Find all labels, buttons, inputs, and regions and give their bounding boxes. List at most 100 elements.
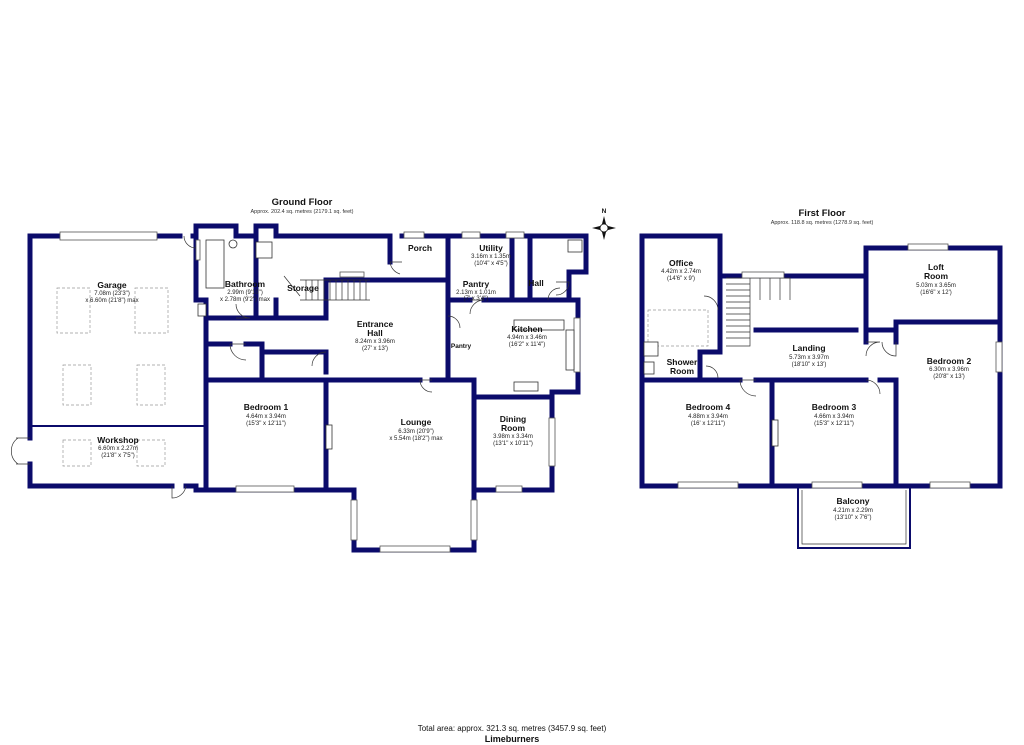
room-dim: x 5.54m (18'2") max (389, 436, 442, 442)
room-name: Pantry (463, 279, 490, 289)
garage-fixture (136, 364, 166, 406)
window (573, 317, 581, 373)
window (379, 545, 451, 553)
balcony-rail (797, 486, 911, 549)
office-door (703, 295, 719, 311)
room-name-line: Shower (667, 357, 698, 367)
room-name: Landing (792, 343, 825, 353)
room-bedroom3: Bedroom 3 4.66m x 3.94m (15'3" x 12'11") (812, 402, 857, 427)
room-name: Balcony (836, 496, 869, 506)
garage-fixture (134, 287, 169, 334)
room-garage: Garage 7.08m (23'3") x 6.60m (21'8") max (85, 280, 138, 304)
room-kitchen: Kitchen 4.94m x 3.46m (16'2" x 11'4") (507, 324, 547, 348)
room-dim: (15'3" x 12'11") (814, 421, 854, 427)
room-name: Office (669, 258, 693, 268)
utility-wc (567, 239, 583, 253)
room-office: Office 4.42m x 2.74m (14'6" x 9') (661, 258, 701, 282)
window (907, 243, 949, 251)
room-hall: Hall (528, 278, 544, 288)
room-name-line: Room (670, 366, 695, 376)
ground-floor-area: Approx. 202.4 sq. metres (2179.1 sq. fee… (250, 209, 353, 215)
compass-icon: N (592, 208, 616, 240)
room-bedroom4: Bedroom 4 4.88m x 3.94m (16' x 12'11") (686, 402, 731, 427)
room-dim: (15'3" x 12'11") (246, 421, 286, 427)
first-inner-walls (639, 273, 1003, 489)
first-floor-area: Approx. 118.8 sq. metres (1278.9 sq. fee… (771, 220, 874, 226)
room-dim: 8.24m x 3.96m (355, 339, 395, 345)
room-dim: 7.08m (23'3") (94, 291, 130, 297)
first-floor-title: First Floor (799, 208, 846, 219)
room-balcony: Balcony 4.21m x 2.29m (13'10" x 7'6") (833, 496, 873, 521)
garage-fixture (56, 287, 91, 334)
room-workshop: Workshop 6.60m x 2.27m (21'8" x 7'5") (97, 435, 138, 459)
garage-fixture (62, 364, 92, 406)
lounge-door (419, 379, 433, 393)
cupboard-door (311, 351, 327, 367)
room-dim: 2.13m x 1.01m (456, 290, 496, 296)
room-name: Bedroom 2 (927, 356, 972, 366)
room-dim: 3.98m x 3.34m (493, 434, 533, 440)
window (470, 499, 478, 541)
garage-door (59, 231, 158, 241)
room-name: Lounge (401, 417, 432, 427)
room-bedroom2: Bedroom 2 6.30m x 3.96m (20'8" x 13') (927, 356, 972, 380)
room-dim: 5.03m x 3.65m (916, 283, 956, 289)
first-staircase (726, 277, 791, 347)
workshop-fixture (136, 439, 166, 467)
fireplace (325, 424, 333, 450)
first-floor: First Floor Approx. 118.8 sq. metres (12… (639, 208, 1003, 549)
first-outer-wall (639, 233, 1003, 489)
window (811, 481, 863, 489)
porch-door (389, 261, 402, 275)
window (350, 499, 358, 541)
room-lounge: Lounge 6.33m (20'9") x 5.54m (18'2") max (389, 417, 442, 442)
window (339, 271, 365, 278)
workshop-door (10, 437, 30, 465)
window (677, 481, 739, 489)
room-name: Bedroom 4 (686, 402, 731, 412)
room-landing: Landing 5.73m x 3.97m (18'10" x 13') (789, 343, 829, 368)
room-dim: (14'6" x 9') (667, 276, 695, 282)
kitchen-units (565, 329, 575, 371)
workshop-fixture (62, 439, 92, 467)
room-porch: Porch (408, 243, 432, 253)
ground-outer-wall (27, 223, 589, 553)
loft-door (865, 341, 881, 357)
balcony-rail-inner (801, 490, 907, 545)
room-dim: (13'10" x 7'6") (835, 515, 872, 521)
kitchen-units (513, 381, 539, 392)
ground-inner-walls (193, 233, 572, 493)
room-name-line: Room (924, 271, 949, 281)
room-dim: (16' x 12'11") (691, 421, 725, 427)
bedroom3-door (865, 379, 881, 395)
shower-tray (255, 241, 273, 259)
room-name: Utility (479, 243, 503, 253)
shower-tray (643, 341, 659, 357)
room-dim: (16'6" x 12') (920, 290, 951, 296)
basin (228, 239, 238, 249)
room-dim: 6.30m x 3.96m (929, 367, 969, 373)
rear-door (171, 485, 187, 499)
window (235, 485, 295, 493)
utility-door (547, 287, 561, 301)
room-name: Kitchen (511, 324, 542, 334)
room-name-line: Dining (500, 414, 526, 424)
kitchen-units (513, 319, 565, 331)
room-dim: x 2.78m (9'2") max (220, 297, 270, 303)
room-dim: 6.33m (20'9") (398, 429, 434, 435)
room-dim: (10'4" x 4'5") (474, 261, 508, 267)
room-storage: Storage (287, 283, 319, 293)
hall-door (555, 281, 570, 296)
room-dim: 5.73m x 3.97m (789, 355, 829, 361)
room-dim: (21'8" x 7'5") (101, 453, 135, 459)
compass-north-label: N (602, 208, 607, 215)
shower-door (705, 365, 719, 379)
room-name-line: Entrance (357, 319, 394, 329)
